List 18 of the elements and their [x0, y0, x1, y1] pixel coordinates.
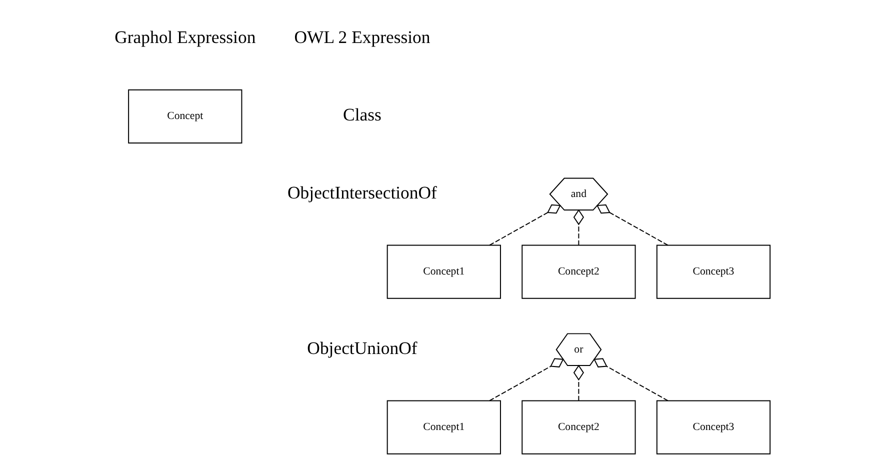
label: ObjectUnionOf: [306, 338, 417, 358]
connector: [572, 209, 584, 246]
label: ObjectIntersectionOf: [287, 182, 436, 202]
label: Graphol Expression: [114, 27, 256, 48]
connector: [593, 358, 668, 402]
connector: [488, 358, 564, 402]
connector: [488, 204, 560, 246]
node-box: Concept3: [656, 244, 770, 299]
node-box: Concept3: [656, 400, 770, 454]
label: OWL 2 Expression: [294, 27, 430, 48]
node-box: Concept2: [521, 400, 636, 454]
node-box: Concept1: [386, 400, 500, 454]
connector: [596, 204, 668, 246]
connector: [572, 364, 584, 402]
label: Class: [342, 104, 381, 125]
node-box: Concept1: [386, 244, 500, 299]
node-box: Concept2: [521, 244, 636, 299]
node-box: Concept: [128, 89, 242, 144]
